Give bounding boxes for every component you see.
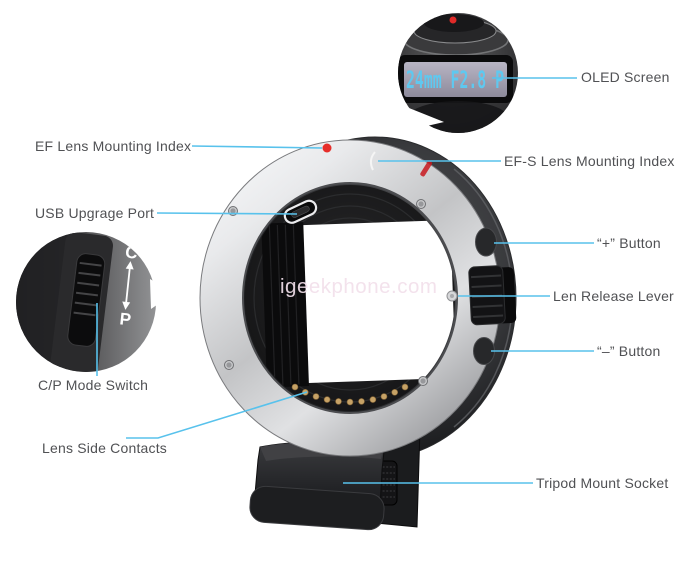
cp-mode-switch (67, 253, 106, 347)
leader-usb (156, 212, 298, 215)
mode-p-label: P (119, 309, 132, 329)
brand-mark-red (420, 160, 433, 177)
ef-index-dot (322, 143, 332, 153)
release-pin (446, 290, 458, 302)
baffle-ridges (268, 224, 300, 386)
efs-index-mark (369, 151, 376, 171)
label-tripod-mount-socket: Tripod Mount Socket (536, 475, 669, 491)
label-lens-side-contacts: Lens Side Contacts (42, 440, 168, 456)
label-ef-mounting-index: EF Lens Mounting Index (35, 138, 192, 154)
oled-display-text: 24mm F2.8 P (406, 66, 504, 94)
baffle-wall (261, 222, 309, 388)
square-opening-group (261, 219, 455, 388)
label-cp-mode-switch: C/P Mode Switch (38, 377, 149, 393)
label-usb-port: USB Upgrage Port (35, 205, 155, 221)
screw (418, 376, 428, 386)
watermark: igeekphone.com (280, 275, 437, 298)
oled-inset: 24mm F2.8 P (397, 13, 518, 133)
foot-bottom-lip (249, 485, 385, 531)
release-lever (468, 265, 517, 326)
leader-ef-index (191, 145, 323, 149)
label-efs-mounting-index: EF-S Lens Mounting Index (504, 153, 675, 169)
cp-switch-inset: C P (16, 232, 174, 372)
label-oled-screen: OLED Screen (581, 69, 670, 85)
label-release-lever: Len Release Lever (553, 288, 674, 304)
label-minus-button: “–” Button (597, 343, 661, 359)
cp-markings: C P (119, 243, 139, 330)
inset-callout-notch (150, 279, 174, 309)
lens-side-contacts (291, 383, 409, 406)
dome-red-dot (449, 16, 457, 24)
square-opening (292, 219, 455, 384)
tripod-foot (249, 427, 421, 531)
label-plus-button: “+” Button (597, 235, 661, 251)
screw (224, 360, 234, 370)
screw (416, 199, 426, 209)
lens-adapter-body (199, 136, 517, 531)
plus-button (475, 227, 497, 257)
inset-callout-notch (397, 108, 444, 133)
leader-contacts (126, 391, 308, 439)
mode-c-label: C (124, 243, 138, 263)
inset-body-shadow (408, 101, 508, 133)
oled-panel (404, 62, 507, 97)
leader-lines (96, 77, 594, 484)
